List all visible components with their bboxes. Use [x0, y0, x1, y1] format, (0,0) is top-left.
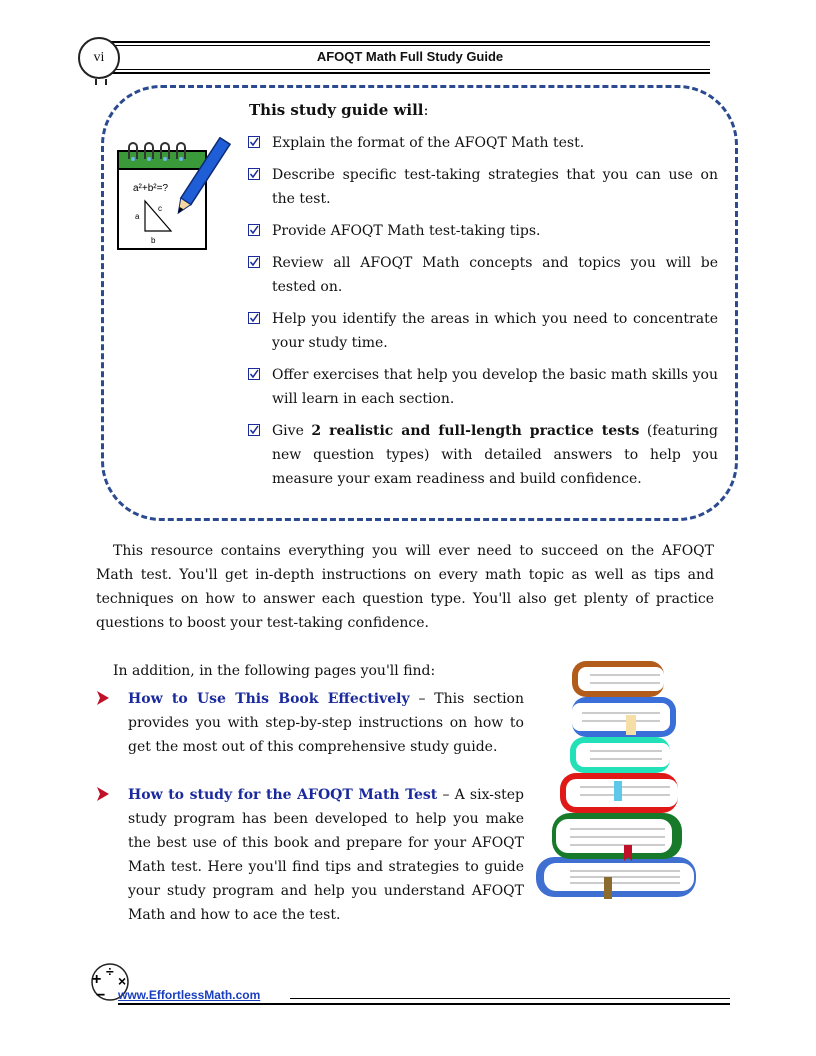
footer-rule [118, 1003, 730, 1005]
checkbox-checked-icon [248, 136, 260, 148]
checkbox-checked-icon [248, 368, 260, 380]
section-lead: How to Use This Book Effectively [128, 691, 410, 707]
study-guide-heading: This study guide will: [249, 101, 429, 119]
arrow-bullet-icon [97, 787, 109, 801]
notepad-label-c: c [158, 204, 162, 213]
study-guide-list: Explain the format of the AFOQT Math tes… [248, 131, 718, 499]
checkbox-checked-icon [248, 168, 260, 180]
header-rule [110, 41, 710, 43]
notepad-pencil-icon: a²+b²=? a c b [117, 137, 232, 250]
section-bullet: How to Use This Book Effectively – This … [96, 687, 524, 759]
header-rule [110, 72, 710, 74]
checkbox-checked-icon [248, 312, 260, 324]
page-header-title: AFOQT Math Full Study Guide [316, 49, 504, 64]
svg-text:÷: ÷ [106, 963, 114, 979]
globe-stand-icon [95, 79, 107, 85]
header-rule [110, 45, 710, 46]
list-item: Explain the format of the AFOQT Math tes… [248, 131, 718, 155]
math-symbols-icon: + ÷ × − [91, 963, 129, 1004]
arrow-bullet-icon [97, 691, 109, 705]
svg-text:−: − [96, 987, 105, 1004]
list-item: Provide AFOQT Math test-taking tips. [248, 219, 718, 243]
section-lead: How to study for the AFOQT Math Test [128, 787, 438, 803]
notepad-formula: a²+b²=? [133, 183, 168, 194]
list-item: Offer exercises that help you develop th… [248, 363, 718, 411]
list-item: Give 2 realistic and full-length practic… [248, 419, 718, 491]
footer-website-link[interactable]: www.EffortlessMath.com [118, 988, 261, 1002]
notepad-label-b: b [151, 236, 156, 245]
book-stack-icon [536, 661, 696, 899]
svg-text:+: + [92, 971, 101, 988]
checkbox-checked-icon [248, 256, 260, 268]
section-bullet: How to study for the AFOQT Math Test – A… [96, 783, 524, 927]
notepad-label-a: a [135, 212, 140, 221]
header-rule [110, 69, 710, 70]
page-number: vi [78, 37, 120, 79]
list-item: Help you identify the areas in which you… [248, 307, 718, 355]
list-item: Describe specific test-taking strategies… [248, 163, 718, 211]
intro-paragraph: This resource contains everything you wi… [96, 543, 714, 631]
svg-text:×: × [118, 973, 126, 989]
addition-line: In addition, in the following pages you'… [113, 663, 436, 679]
checkbox-checked-icon [248, 224, 260, 236]
study-guide-box [101, 85, 738, 521]
list-item: Review all AFOQT Math concepts and topic… [248, 251, 718, 299]
checkbox-checked-icon [248, 424, 260, 436]
footer-rule [290, 998, 730, 999]
